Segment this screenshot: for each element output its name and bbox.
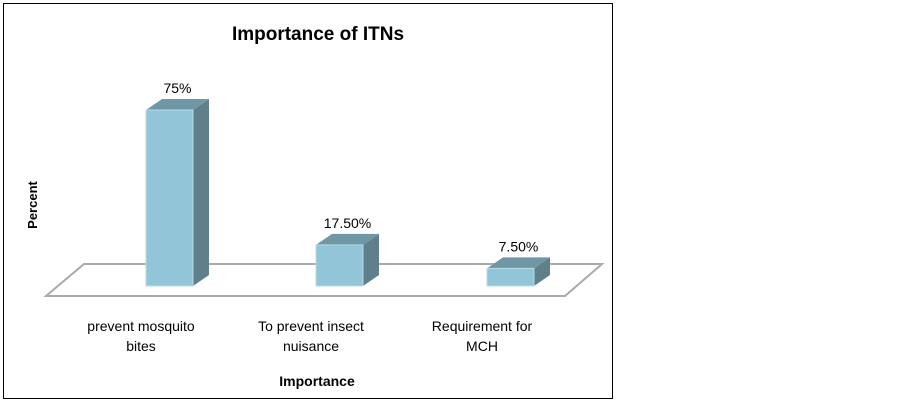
- bar: [315, 244, 364, 287]
- x-tick-label: Requirement for: [432, 318, 533, 334]
- x-axis-label: Importance: [279, 373, 355, 389]
- data-label: 75%: [163, 80, 191, 96]
- bar: [486, 267, 535, 287]
- data-label: 17.50%: [324, 215, 371, 231]
- bar-top: [487, 257, 550, 269]
- x-tick-label: prevent mosquito: [87, 318, 195, 334]
- chart-title: Importance of ITNs: [232, 24, 404, 45]
- x-tick-label: MCH: [466, 338, 498, 354]
- bar-top: [316, 233, 379, 245]
- chart-frame: [3, 3, 613, 399]
- bar-top: [146, 99, 209, 110]
- x-tick-label: nuisance: [283, 338, 339, 354]
- x-tick-label: To prevent insect: [258, 318, 364, 334]
- x-tick-label: bites: [126, 338, 156, 354]
- bar-side: [363, 233, 379, 286]
- bar-side: [193, 99, 209, 286]
- bar: [145, 109, 194, 287]
- y-axis-label: Percent: [25, 180, 40, 228]
- bar-side: [534, 257, 550, 286]
- data-label: 7.50%: [499, 238, 539, 254]
